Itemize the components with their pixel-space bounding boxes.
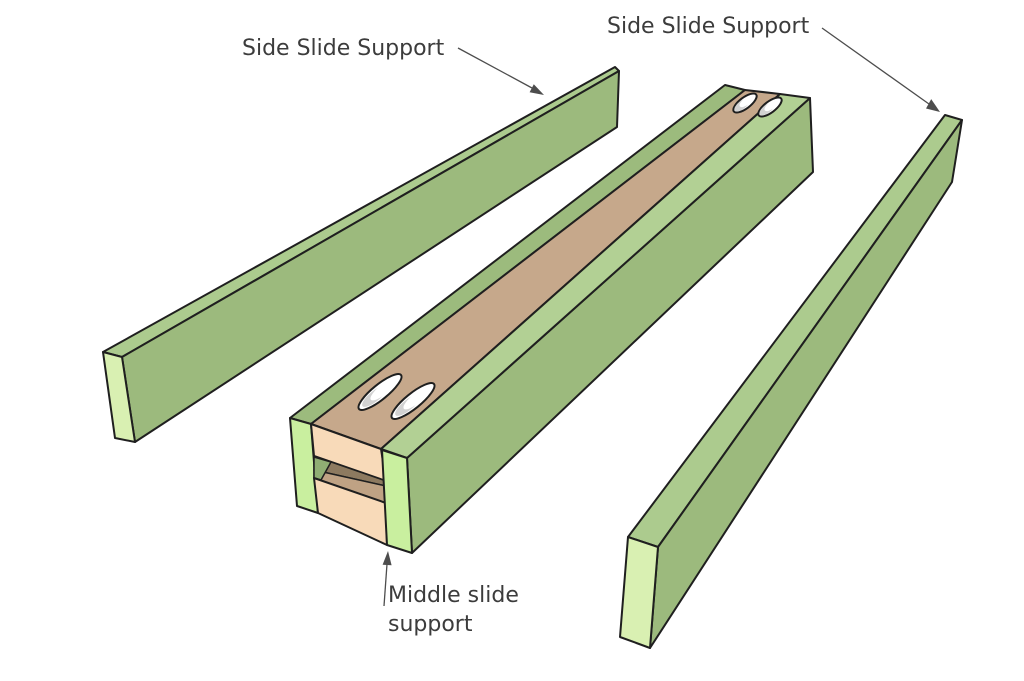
middle-slide-support-board xyxy=(289,84,814,554)
pocket-hole-highlight xyxy=(403,386,431,410)
pocket-hole-highlight xyxy=(764,98,780,112)
leader-line xyxy=(457,47,533,89)
leader-line xyxy=(821,27,930,105)
side-slide-support-board-right xyxy=(619,114,963,649)
leader-arrow-left xyxy=(457,47,544,95)
arrowhead xyxy=(529,84,544,95)
side-slide-support-board-left xyxy=(102,66,620,443)
leader-arrow-right xyxy=(821,27,940,112)
leader-line xyxy=(383,563,388,607)
label-side-slide-support-left: Side Slide Support xyxy=(242,36,445,61)
right-board-end-face xyxy=(619,536,659,649)
label-middle-slide-support: Middle slide support xyxy=(388,583,519,637)
pocket-hole-far-1 xyxy=(732,92,758,114)
arrowhead xyxy=(926,99,940,112)
pocket-hole-highlight xyxy=(370,377,398,401)
pocket-hole-near-1 xyxy=(357,373,403,411)
label-side-slide-support-right: Side Slide Support xyxy=(607,14,810,39)
arrowhead xyxy=(382,551,392,566)
pocket-hole-highlight xyxy=(739,94,755,108)
middle-board-right-strip-end-face xyxy=(381,449,413,554)
pocket-hole-far-2 xyxy=(757,96,783,118)
leader-arrow-middle xyxy=(382,551,392,607)
left-board-end-face xyxy=(102,351,136,443)
pocket-hole-near-2 xyxy=(390,382,436,420)
